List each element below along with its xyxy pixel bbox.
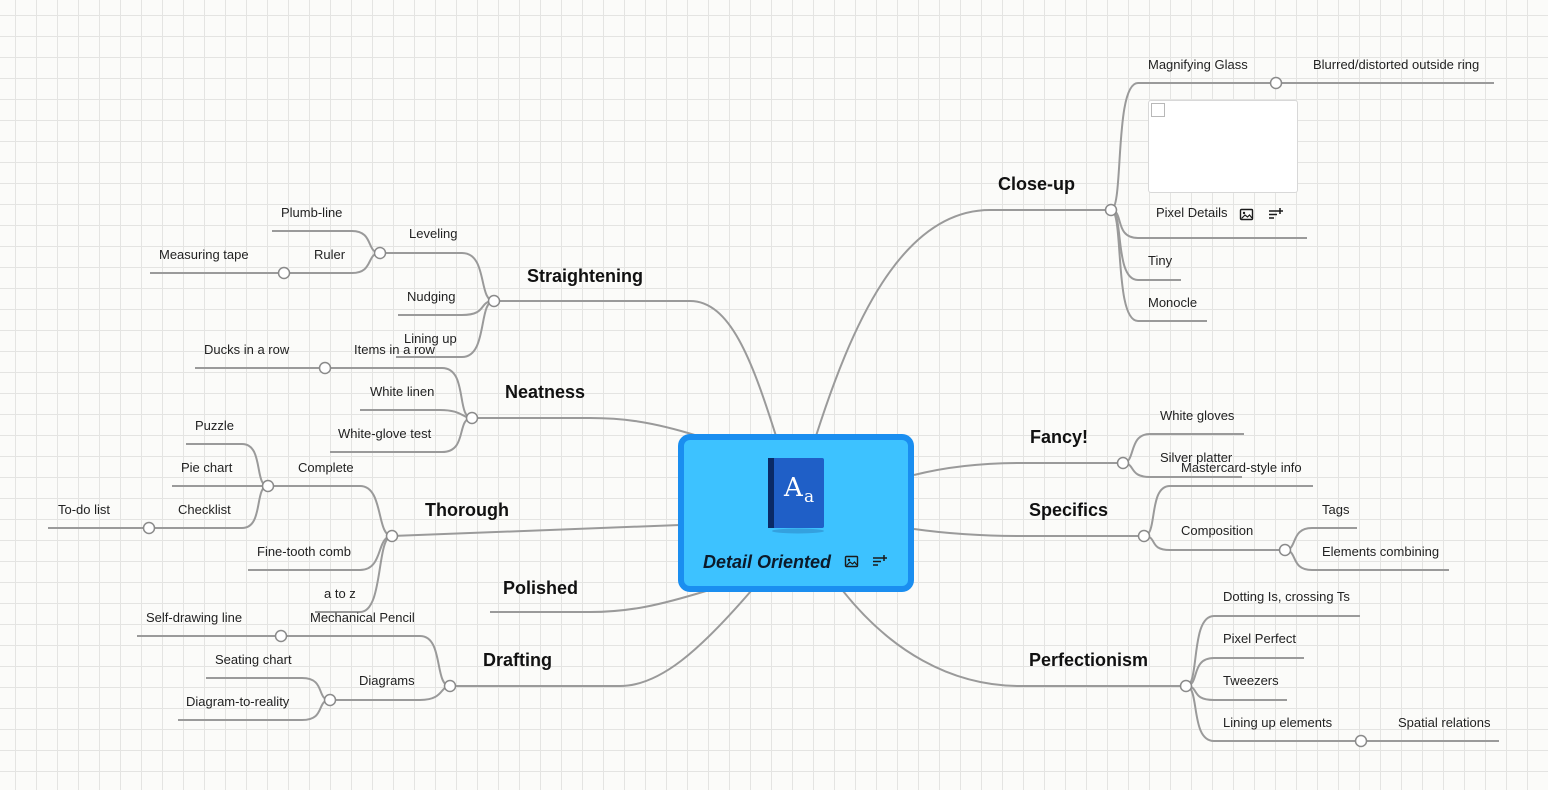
branch-polished[interactable]: Polished — [503, 578, 579, 598]
topic-pixel-details[interactable]: Pixel Details — [1156, 205, 1228, 220]
topic-fine-tooth-comb[interactable]: Fine-tooth comb — [257, 544, 351, 559]
image-icon[interactable] — [1239, 207, 1254, 222]
topic-lining-up-elements[interactable]: Lining up elements — [1223, 715, 1333, 730]
topic-white-gloves[interactable]: White gloves — [1160, 408, 1235, 423]
topic-leveling[interactable]: Leveling — [409, 226, 458, 241]
topic-todo-list[interactable]: To-do list — [58, 502, 111, 517]
topic-composition[interactable]: Composition — [1181, 523, 1254, 538]
notes-icon[interactable] — [1268, 207, 1283, 222]
topic-tiny[interactable]: Tiny — [1148, 253, 1173, 268]
svg-text:A: A — [783, 473, 804, 503]
topic-measuring-tape[interactable]: Measuring tape — [159, 247, 249, 262]
topic-magnifying-glass[interactable]: Magnifying Glass — [1148, 57, 1248, 72]
branch-neatness[interactable]: Neatness — [505, 382, 586, 402]
link-straightening — [494, 300, 777, 437]
topic-a-to-z[interactable]: a to z — [324, 586, 356, 601]
topic-plumb-line[interactable]: Plumb-line — [281, 205, 343, 220]
topic-spatial-relations[interactable]: Spatial relations — [1398, 715, 1491, 730]
link-perfectionism — [842, 590, 1186, 687]
topic-complete[interactable]: Complete — [298, 460, 354, 475]
topic-mechanical-pencil[interactable]: Mechanical Pencil — [310, 610, 415, 625]
topic-tags[interactable]: Tags — [1322, 502, 1350, 517]
image-attachment[interactable] — [1148, 100, 1298, 193]
link-drafting — [450, 590, 752, 687]
topic-tweezers[interactable]: Tweezers — [1223, 673, 1279, 688]
topic-items-in-a-row[interactable]: Items in a row — [354, 342, 435, 357]
topic-dotting-is[interactable]: Dotting Is, crossing Ts — [1223, 589, 1350, 604]
branch-thorough[interactable]: Thorough — [425, 500, 509, 520]
branch-perfectionism[interactable]: Perfectionism — [1029, 650, 1149, 670]
link-neatness — [472, 417, 699, 437]
topic-white-glove-test[interactable]: White-glove test — [338, 426, 432, 441]
topic-lining-up[interactable]: Lining up — [404, 331, 457, 346]
branch-drafting[interactable]: Drafting — [483, 650, 552, 670]
central-title: Detail Oriented — [703, 552, 832, 572]
link-thorough — [391, 524, 681, 537]
branch-straightening[interactable]: Straightening — [527, 266, 643, 286]
branch-close-up[interactable]: Close-up — [998, 174, 1076, 194]
topic-monocle[interactable]: Monocle — [1148, 295, 1198, 310]
link-close-up — [815, 209, 1111, 437]
topic-mastercard-info[interactable]: Mastercard-style info — [1181, 460, 1302, 475]
link-fancy — [913, 462, 1123, 476]
book-icon: A a — [768, 458, 824, 534]
svg-text:a: a — [804, 487, 814, 507]
topic-diagram-to-reality[interactable]: Diagram-to-reality — [186, 694, 290, 709]
topic-blurred-ring[interactable]: Blurred/distorted outside ring — [1313, 57, 1480, 72]
topic-nudging[interactable]: Nudging — [407, 289, 456, 304]
topic-diagrams[interactable]: Diagrams — [359, 673, 415, 688]
image-icon[interactable] — [844, 554, 859, 569]
topic-seating-chart[interactable]: Seating chart — [215, 652, 292, 667]
notes-icon[interactable] — [872, 554, 887, 569]
broken-image-icon — [1151, 103, 1165, 117]
topic-ruler[interactable]: Ruler — [314, 247, 346, 262]
topic-self-drawing-line[interactable]: Self-drawing line — [146, 610, 243, 625]
topic-pie-chart[interactable]: Pie chart — [181, 460, 233, 475]
topic-white-linen[interactable]: White linen — [370, 384, 435, 399]
central-topic[interactable]: A a Detail Oriented — [678, 434, 914, 592]
topic-elements-combining[interactable]: Elements combining — [1322, 544, 1440, 559]
link-specifics — [913, 528, 1144, 537]
branch-fancy[interactable]: Fancy! — [1030, 427, 1089, 447]
topic-puzzle[interactable]: Puzzle — [195, 418, 235, 433]
topic-pixel-perfect[interactable]: Pixel Perfect — [1223, 631, 1296, 646]
link-polished — [490, 590, 707, 613]
branch-specifics[interactable]: Specifics — [1029, 500, 1109, 520]
topic-silver-platter[interactable]: Silver platter — [1160, 450, 1233, 465]
topic-checklist[interactable]: Checklist — [178, 502, 231, 517]
topic-ducks-in-a-row[interactable]: Ducks in a row — [204, 342, 290, 357]
